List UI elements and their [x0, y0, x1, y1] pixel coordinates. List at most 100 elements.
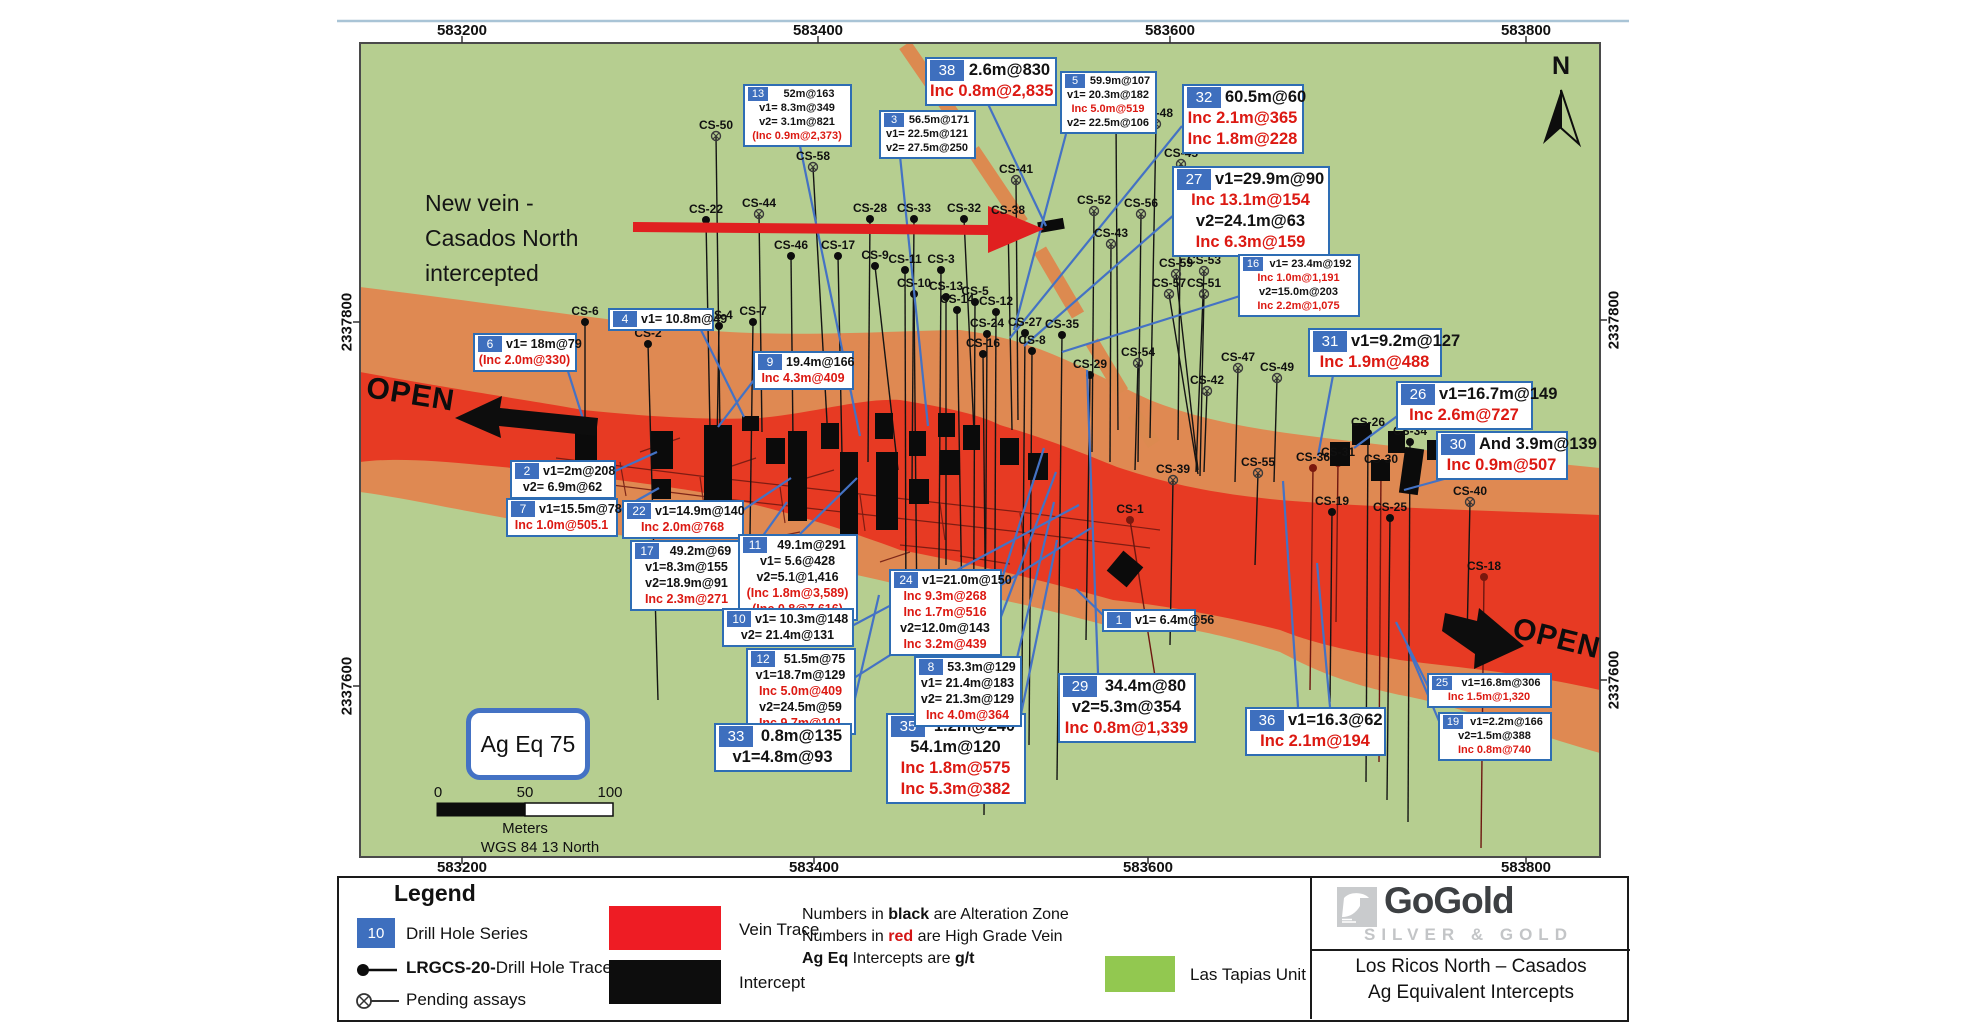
callout-line-3: v1= 22.5m@121: [886, 128, 968, 140]
drill-hole-label-CS-11: CS-11: [888, 252, 922, 266]
drill-hole-label-CS-10: CS-10: [896, 276, 932, 290]
pending-collar-CS-51: [1198, 288, 1210, 300]
intercept-block: [909, 431, 926, 456]
connector-callout-2: [612, 450, 658, 474]
drill-hole-collars: [581, 114, 1488, 581]
las-tapias-label: Las Tapias Unit: [1190, 965, 1306, 984]
connector-callout-32: [1009, 125, 1183, 339]
callout-line-22: Inc 2.0m@768: [640, 520, 725, 534]
intercept-block: [909, 479, 929, 504]
intercept-block: [651, 431, 673, 469]
axis-label-left: 2337600: [338, 656, 356, 716]
pending-cross-CS-56: [1137, 210, 1145, 218]
callout-line-17: v2=18.9m@91: [645, 576, 728, 590]
callout-line-26: Inc 2.6m@727: [1409, 406, 1519, 424]
callout-headline-5: 59.9m@107: [1089, 75, 1151, 87]
connector-callout-38: [987, 103, 1047, 227]
callout-line-7: Inc 1.0m@505.1: [514, 518, 609, 532]
intercept-block: [1000, 438, 1019, 465]
trace-CS-38: [1007, 220, 1013, 431]
drill-hole-label-CS-13: CS-13: [928, 279, 964, 293]
callout-headline-8: 53.3m@129: [947, 660, 1016, 674]
pending-cross-CS-39: [1169, 476, 1177, 484]
drill-hole-label-CS-3: CS-3: [927, 252, 955, 266]
drill-hole-label-CS-29: CS-29: [1072, 357, 1108, 371]
callout-number-10: 10: [727, 611, 751, 627]
callout-line-17: Inc 2.3m@271: [644, 592, 729, 606]
callout-line-17: v1=8.3m@155: [645, 560, 728, 574]
trace-CS-34: [1407, 441, 1411, 823]
callout-number-2: 2: [515, 463, 539, 479]
collar-CS-4: [715, 322, 723, 330]
drill-hole-label-CS-51: CS-51: [1186, 276, 1222, 290]
callout-number-22: 22: [627, 503, 651, 519]
callout-line-11: v1= 5.6@428: [759, 554, 836, 568]
trace-CS-51: [1199, 293, 1205, 477]
callout-headline-16: v1= 23.4m@192: [1269, 258, 1352, 270]
axis-label-top: 583800: [1500, 22, 1552, 39]
callout-headline-30: And 3.9m@139: [1479, 435, 1597, 453]
pending-collar-CS-40: [1464, 496, 1476, 508]
drill-hole-label-CS-31: CS-31: [1320, 445, 1356, 459]
callout-number-7: 7: [511, 501, 535, 517]
new-vein-line2: Casados North: [425, 225, 579, 251]
callout-line-5: v2= 22.5m@106: [1067, 117, 1149, 129]
collar-CS-24: [983, 330, 991, 338]
connector-callout-19: [1405, 645, 1444, 729]
callout-headline-11: 49.1m@291: [777, 538, 846, 552]
axis-label-right: 2337800: [1605, 290, 1623, 350]
drill-hole-label-CS-46: CS-46: [773, 238, 809, 252]
scale-tick-100: 100: [597, 784, 623, 801]
drill-hole-label-CS-9: CS-9: [861, 248, 889, 262]
intercept-block: [1398, 446, 1425, 496]
collar-CS-14: [953, 306, 961, 314]
connector-callout-6: [564, 364, 587, 426]
collar-CS-28: [866, 215, 874, 223]
collar-CS-13: [942, 293, 950, 301]
drill-hole-label-CS-28: CS-28: [852, 201, 888, 215]
drill-hole-label-CS-17: CS-17: [820, 238, 856, 252]
connector-callout-11: [799, 477, 858, 535]
connector-callout-5: [1012, 133, 1068, 331]
intercept-block: [1371, 460, 1390, 481]
callout-line-11: v2=5.1@1,416: [756, 570, 839, 584]
callout-number-6: 6: [478, 336, 502, 352]
callout-headline-17: 49.2m@69: [669, 544, 732, 558]
pending-collar-CS-39: [1167, 474, 1179, 486]
note-alteration-segment: are Alteration Zone: [929, 906, 1069, 923]
pending-collar-CS-50: [710, 130, 722, 142]
vein-trace-swatch: [609, 906, 721, 950]
callout-line-12: v1=18.7m@129: [755, 668, 846, 682]
pending-collar-CS-42: [1201, 385, 1213, 397]
north-label: N: [1551, 52, 1571, 80]
drill-hole-label-CS-24: CS-24: [969, 316, 1005, 330]
intercept-block: [1388, 431, 1405, 453]
intercept-block: [1330, 442, 1350, 466]
intercept-block: [742, 416, 759, 431]
datum-label: WGS 84 13 North: [480, 839, 600, 856]
collar-CS-46: [787, 252, 795, 260]
scale-unit-label: Meters: [502, 820, 548, 837]
title-block-divider: [1312, 949, 1630, 951]
trace-CS-42: [1203, 390, 1208, 473]
collar-CS-1: [1126, 516, 1134, 524]
collar-CS-6: [581, 318, 589, 326]
callout-line-33: v1=4.8m@93: [732, 748, 833, 766]
callout-line-24: Inc 3.2m@439: [903, 637, 987, 651]
axis-label-bottom: 583800: [1500, 859, 1552, 876]
callout-headline-2: v1=2m@208: [543, 464, 616, 478]
pending-cross-CS-53: [1200, 267, 1208, 275]
